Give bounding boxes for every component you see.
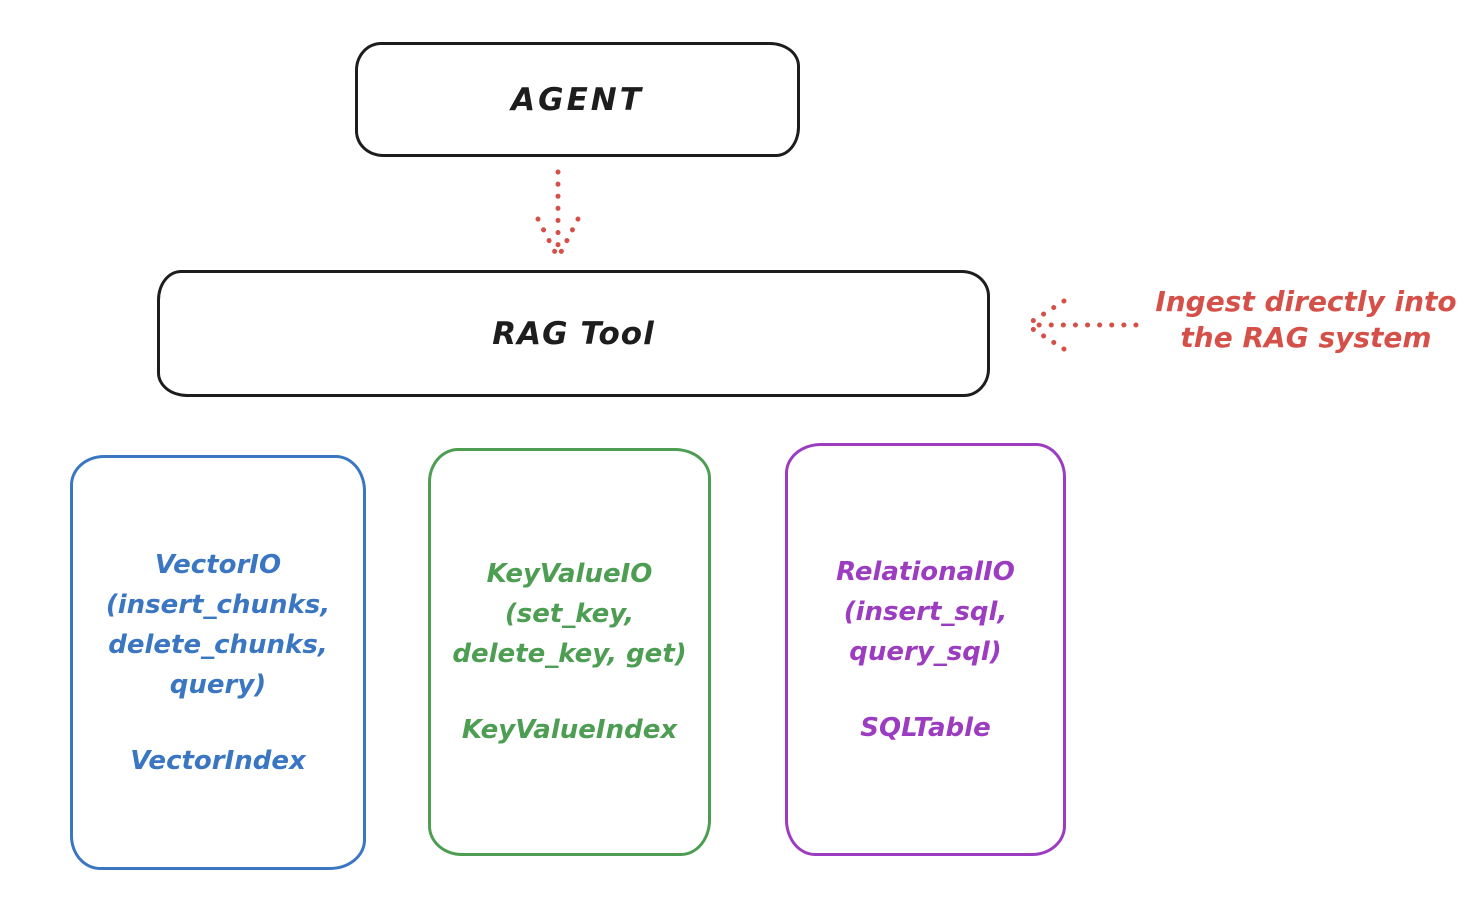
keyvalue-io-args-line-2: delete_key, get) [452, 639, 687, 669]
ingest-annotation-line-2: the RAG system [1180, 321, 1432, 354]
agent-label: AGENT [511, 81, 644, 118]
sql-table-label: SQLTable [860, 712, 991, 743]
relational-io-title: RelationalIO [836, 556, 1015, 587]
vector-io-args-line-1: (insert_chunks, [105, 589, 331, 620]
relational-io-box: RelationalIO (insert_sql, query_sql) SQL… [785, 443, 1066, 856]
ingest-annotation-line-1: Ingest directly into [1155, 285, 1457, 318]
vector-index-label: VectorIndex [130, 745, 306, 776]
relational-io-args-line-2: query_sql) [849, 636, 1002, 667]
ingest-annotation: Ingest directly into the RAG system [1138, 284, 1474, 356]
keyvalue-io-args-line-1: (set_key, [504, 599, 635, 629]
vector-io-args-line-2: delete_chunks, [108, 629, 328, 660]
rag-tool-box: RAG Tool [157, 270, 990, 397]
vector-io-args-line-3: query) [169, 669, 267, 700]
keyvalue-io-box: KeyValueIO (set_key, delete_key, get) Ke… [428, 448, 711, 856]
arrow-left-icon [1025, 298, 1139, 352]
keyvalue-index-label: KeyValueIndex [461, 715, 678, 745]
vector-io-box: VectorIO (insert_chunks, delete_chunks, … [70, 455, 366, 870]
keyvalue-io-title: KeyValueIO [486, 559, 653, 589]
rag-tool-label: RAG Tool [492, 315, 655, 352]
relational-io-args-line-1: (insert_sql, [843, 596, 1008, 627]
agent-box: AGENT [355, 42, 800, 157]
arrow-down-icon [535, 169, 581, 257]
vector-io-title: VectorIO [154, 549, 282, 580]
